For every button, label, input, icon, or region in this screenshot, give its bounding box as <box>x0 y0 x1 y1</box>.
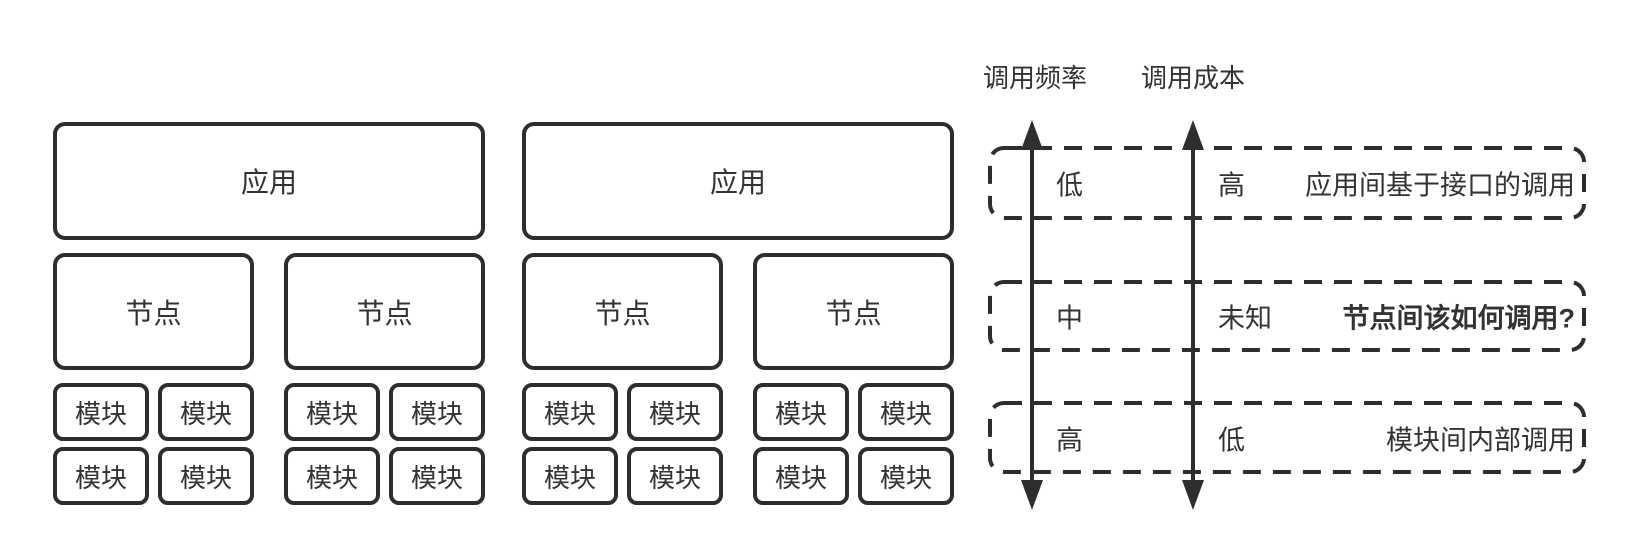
application-box: 应用 <box>522 122 954 240</box>
module-box: 模块 <box>858 447 954 505</box>
cost-value: 高 <box>1218 170 1245 201</box>
node-column: 节点 模块 模块 模块 模块 <box>53 253 254 505</box>
module-box: 模块 <box>522 383 618 441</box>
frequency-value: 低 <box>1056 170 1083 201</box>
node-label: 节点 <box>825 297 882 329</box>
call-type-row-module-internal: 高 低 模块间内部调用 <box>988 403 1585 472</box>
application-box: 应用 <box>53 122 485 240</box>
node-label: 节点 <box>356 297 413 329</box>
module-box: 模块 <box>158 383 254 441</box>
row-description: 节点间该如何调用? <box>1342 303 1576 334</box>
module-label: 模块 <box>543 462 596 493</box>
node-box: 节点 <box>284 253 485 370</box>
module-box: 模块 <box>158 447 254 505</box>
module-label: 模块 <box>410 462 463 493</box>
module-label: 模块 <box>305 398 358 429</box>
node-column: 节点 模块 模块 模块 模块 <box>522 253 723 505</box>
module-label: 模块 <box>543 398 596 429</box>
application-label: 应用 <box>240 167 297 198</box>
module-label: 模块 <box>774 462 827 493</box>
module-label: 模块 <box>648 462 701 493</box>
module-label: 模块 <box>179 462 232 493</box>
module-grid: 模块 模块 模块 模块 <box>522 383 723 505</box>
node-label: 节点 <box>125 297 182 329</box>
module-box: 模块 <box>53 447 149 505</box>
module-label: 模块 <box>74 462 127 493</box>
application-cluster-1: 应用 节点 模块 模块 模块 模块 节点 模块 模块 <box>53 122 485 505</box>
node-row: 节点 模块 模块 模块 模块 节点 模块 模块 模块 模块 <box>53 253 485 505</box>
cost-value: 低 <box>1218 425 1245 455</box>
module-box: 模块 <box>858 383 954 441</box>
module-box: 模块 <box>522 447 618 505</box>
module-box: 模块 <box>53 383 149 441</box>
cost-value: 未知 <box>1218 303 1272 334</box>
module-box: 模块 <box>284 447 380 505</box>
module-label: 模块 <box>648 398 701 429</box>
node-box: 节点 <box>53 253 254 370</box>
module-grid: 模块 模块 模块 模块 <box>753 383 954 505</box>
call-type-row-node-question: 中 未知 节点间该如何调用? <box>988 282 1585 350</box>
module-label: 模块 <box>879 462 932 493</box>
application-cluster-2: 应用 节点 模块 模块 模块 模块 节点 模块 模块 <box>522 122 954 505</box>
module-box: 模块 <box>753 383 849 441</box>
frequency-axis-title: 调用频率 <box>982 63 1087 93</box>
node-box: 节点 <box>753 253 954 370</box>
application-label: 应用 <box>709 167 766 198</box>
row-description: 应用间基于接口的调用 <box>1305 170 1575 201</box>
module-box: 模块 <box>753 447 849 505</box>
node-column: 节点 模块 模块 模块 模块 <box>753 253 954 505</box>
module-box: 模块 <box>389 447 485 505</box>
module-box: 模块 <box>284 383 380 441</box>
module-box: 模块 <box>389 383 485 441</box>
module-box: 模块 <box>627 447 723 505</box>
module-grid: 模块 模块 模块 模块 <box>284 383 485 505</box>
module-label: 模块 <box>179 398 232 429</box>
module-label: 模块 <box>774 398 827 429</box>
node-row: 节点 模块 模块 模块 模块 节点 模块 模块 模块 模块 <box>522 253 954 505</box>
node-box: 节点 <box>522 253 723 370</box>
module-grid: 模块 模块 模块 模块 <box>53 383 254 505</box>
call-type-row-interface: 低 高 应用间基于接口的调用 <box>988 148 1585 218</box>
module-label: 模块 <box>305 462 358 493</box>
module-label: 模块 <box>879 398 932 429</box>
frequency-value: 高 <box>1056 425 1083 455</box>
module-label: 模块 <box>74 398 127 429</box>
node-column: 节点 模块 模块 模块 模块 <box>284 253 485 505</box>
row-description: 模块间内部调用 <box>1386 425 1575 455</box>
module-label: 模块 <box>410 398 463 429</box>
cost-axis-title: 调用成本 <box>1140 63 1245 93</box>
module-box: 模块 <box>627 383 723 441</box>
node-label: 节点 <box>594 297 651 329</box>
frequency-value: 中 <box>1056 303 1083 334</box>
